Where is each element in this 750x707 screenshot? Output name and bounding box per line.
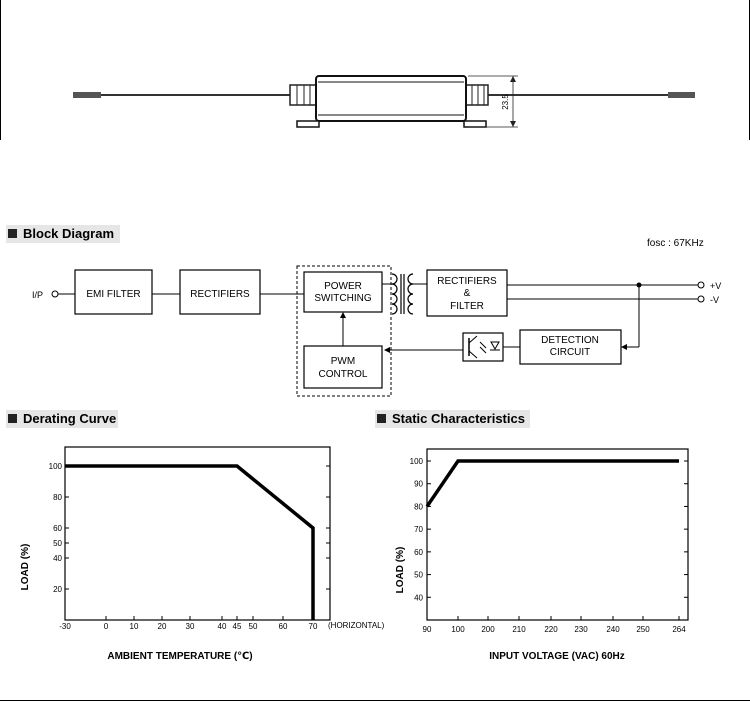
- derating-curve-chart: AMBIENT TEMPERATURE (℃) LOAD (%) (HORIZO…: [20, 446, 385, 662]
- static-x-tick-label: 230: [574, 625, 588, 634]
- static-series-line: [425, 459, 679, 508]
- static-y-tick-label: 80: [414, 502, 423, 511]
- derating-x-axis-label: AMBIENT TEMPERATURE (℃): [107, 651, 252, 662]
- emi-filter-label: EMI FILTER: [86, 289, 140, 300]
- derating-curve-title: Derating Curve: [23, 411, 117, 426]
- static-characteristics-header: Static Characteristics: [375, 410, 530, 428]
- static-x-tick-label: 100: [451, 625, 465, 634]
- dimension-label: 23.5: [501, 94, 510, 110]
- input-terminal: [51, 290, 59, 298]
- rectifiers-filter-label-3: FILTER: [450, 301, 484, 312]
- cable-gland-left: [289, 84, 317, 106]
- cable-left-end: [73, 92, 101, 98]
- block-diagram-title: Block Diagram: [23, 226, 115, 241]
- static-characteristics-chart: INPUT VOLTAGE (VAC) 60Hz LOAD (%) 100 90 8…: [395, 448, 689, 662]
- static-x-tick-label: 220: [544, 625, 558, 634]
- cable-right-end: [668, 92, 695, 98]
- section-bullet-icon: [8, 229, 17, 238]
- rectifiers-filter-label-2: &: [464, 288, 471, 299]
- section-bullet-icon: [377, 414, 386, 423]
- static-y-tick-label: 90: [414, 480, 423, 489]
- derating-y-tick-label: 60: [53, 524, 62, 533]
- case-body: [315, 75, 467, 122]
- derating-y-tick-label: 20: [53, 585, 62, 594]
- derating-x-tick-label: 0: [104, 622, 109, 631]
- mount-foot-right: [463, 120, 487, 128]
- derating-x-tick-label: 45: [233, 622, 242, 631]
- rectifiers-block: [179, 269, 261, 315]
- pwm-control-block: [303, 345, 383, 389]
- fosc-label: fosc : 67KHz: [647, 238, 704, 249]
- pwm-control-label-1: PWM: [331, 356, 355, 367]
- detection-circuit-label-2: CIRCUIT: [550, 347, 591, 358]
- output-terminal-pos: [697, 281, 705, 289]
- derating-x-tick-label: 50: [249, 622, 258, 631]
- rectifiers-filter-label-1: RECTIFIERS: [437, 276, 497, 287]
- output-neg-label: -V: [710, 295, 719, 305]
- output-terminal-neg: [697, 295, 705, 303]
- transformer-icon: [391, 273, 414, 315]
- controller-enclosure: [296, 265, 392, 397]
- static-plot-frame: [426, 448, 689, 621]
- derating-x-tick-label: 10: [130, 622, 139, 631]
- rectifiers-filter-block: [426, 269, 508, 317]
- pwm-control-label-2: CONTROL: [319, 369, 368, 380]
- rectifiers-label: RECTIFIERS: [190, 289, 250, 300]
- static-x-tick-label: 90: [423, 625, 432, 634]
- static-y-tick-label: 70: [414, 525, 423, 534]
- derating-x-tick-label: -30: [59, 622, 71, 631]
- derating-plot-frame: [64, 446, 331, 621]
- derating-x-tick-label: 60: [279, 622, 288, 631]
- power-switching-label-1: POWER: [324, 281, 362, 292]
- static-x-tick-label: 264: [672, 625, 686, 634]
- section-bullet-icon: [8, 414, 17, 423]
- derating-x-tick-label: 20: [158, 622, 167, 631]
- static-y-tick-label: 60: [414, 548, 423, 557]
- derating-y-tick-label: 100: [49, 462, 63, 471]
- page-border-bottom: [0, 700, 750, 701]
- power-switching-block: [303, 271, 383, 313]
- static-y-axis-label: LOAD (%): [395, 547, 406, 594]
- detection-circuit-block: [519, 329, 622, 365]
- opto-coupler-icon: [462, 332, 504, 362]
- static-x-axis-label: INPUT VOLTAGE (VAC) 60Hz: [489, 651, 625, 662]
- output-pos-label: +V: [710, 281, 721, 291]
- block-diagram: fosc : 67KHz I/P EMI FILTER RECTIFIERS P…: [32, 238, 721, 397]
- cable-gland-right: [465, 84, 489, 106]
- derating-y-axis-label: LOAD (%): [20, 544, 31, 591]
- mechanical-drawing: 23.5: [0, 0, 750, 140]
- block-diagram-header: Block Diagram: [6, 225, 120, 243]
- derating-x-tick-label: 30: [186, 622, 195, 631]
- static-x-tick-label: 200: [481, 625, 495, 634]
- derating-x-note: (HORIZONTAL): [328, 621, 385, 630]
- derating-series-line: [65, 464, 315, 620]
- power-switching-label-2: SWITCHING: [314, 293, 371, 304]
- derating-y-tick-label: 80: [53, 493, 62, 502]
- derating-y-tick-label: 40: [53, 554, 62, 563]
- derating-x-tick-label: 40: [218, 622, 227, 631]
- static-x-tick-label: 250: [636, 625, 650, 634]
- static-x-tick-label: 240: [606, 625, 620, 634]
- derating-curve-header: Derating Curve: [6, 410, 118, 428]
- derating-x-tick-label: 70: [309, 622, 318, 631]
- detection-circuit-label-1: DETECTION: [541, 335, 599, 346]
- derating-y-tick-label: 50: [53, 539, 62, 548]
- mount-foot-left: [296, 120, 320, 128]
- emi-filter-block: [74, 269, 153, 315]
- input-label: I/P: [32, 290, 43, 300]
- static-y-tick-label: 50: [414, 571, 423, 580]
- static-x-tick-label: 210: [512, 625, 526, 634]
- static-y-tick-label: 40: [414, 593, 423, 602]
- static-characteristics-title: Static Characteristics: [392, 411, 525, 426]
- static-y-tick-label: 100: [410, 457, 424, 466]
